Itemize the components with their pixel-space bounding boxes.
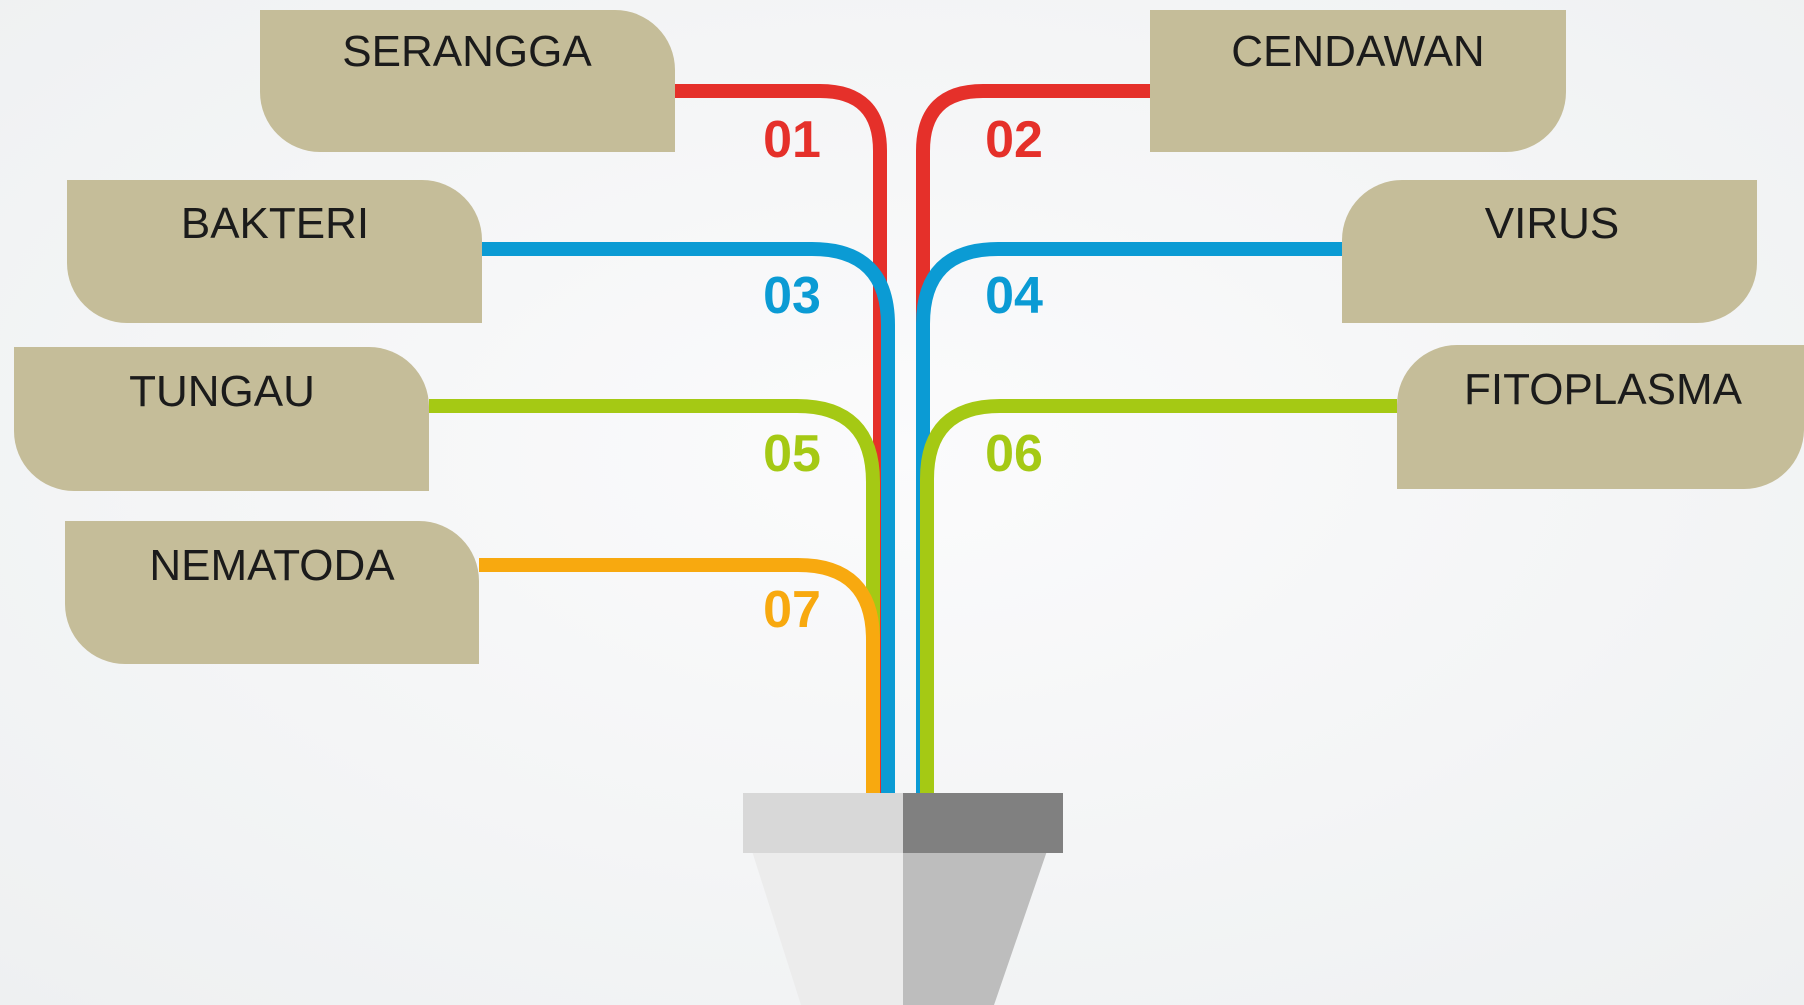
connector-line-06 <box>920 399 1397 795</box>
label-box <box>1397 345 1804 489</box>
flower-pot-icon <box>743 793 1063 1005</box>
branch-number-06: 06 <box>985 425 1043 483</box>
label-box <box>1342 180 1757 323</box>
label-box <box>1150 10 1566 152</box>
label-box <box>260 10 675 152</box>
branch-box-serangga: SERANGGA <box>260 10 675 152</box>
branch-number-02: 02 <box>985 111 1043 169</box>
label-box <box>14 347 429 491</box>
branch-numbers: 01 02 03 04 05 06 07 <box>763 111 1043 639</box>
pot-rim-left <box>743 793 903 853</box>
branch-label-serangga: SERANGGA <box>342 27 592 76</box>
branch-label-cendawan: CENDAWAN <box>1231 27 1484 76</box>
branch-box-nematoda: NEMATODA <box>65 521 479 664</box>
branch-box-cendawan: CENDAWAN <box>1150 10 1566 152</box>
branch-box-fitoplasma: FITOPLASMA <box>1397 345 1804 489</box>
branch-label-virus: VIRUS <box>1485 199 1619 248</box>
connector-line-04 <box>916 242 1342 795</box>
branch-label-fitoplasma: FITOPLASMA <box>1464 365 1743 414</box>
branch-number-03: 03 <box>763 267 821 325</box>
label-box <box>65 521 479 664</box>
connector-line-07 <box>479 558 880 795</box>
branch-label-bakteri: BAKTERI <box>181 199 369 248</box>
branch-box-virus: VIRUS <box>1342 180 1757 323</box>
branch-number-07: 07 <box>763 581 821 639</box>
branch-number-01: 01 <box>763 111 821 169</box>
connector-line-03 <box>482 242 895 795</box>
pot-body-left <box>752 851 903 1005</box>
branch-label-tungau: TUNGAU <box>129 367 315 416</box>
connector-line-01 <box>675 84 887 795</box>
branch-box-bakteri: BAKTERI <box>67 180 482 323</box>
connector-line-05 <box>429 399 880 795</box>
connector-line-02 <box>916 84 1150 795</box>
branch-number-04: 04 <box>985 267 1043 325</box>
pot-body-right <box>903 851 1047 1005</box>
branch-number-05: 05 <box>763 425 821 483</box>
connector-lines <box>429 84 1397 795</box>
branch-label-nematoda: NEMATODA <box>149 541 395 590</box>
label-box <box>67 180 482 323</box>
pot-rim-right <box>903 793 1063 853</box>
branch-box-tungau: TUNGAU <box>14 347 429 491</box>
